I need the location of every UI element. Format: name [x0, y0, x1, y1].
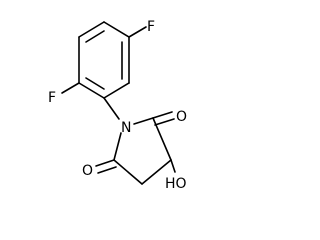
- bond-ring-inner-bottom: [85, 77, 105, 90]
- bond-c-f-left: [61, 82, 80, 94]
- bond-c2-o-a: [152, 111, 173, 119]
- bond-n-c2: [133, 117, 154, 125]
- bond-ring-inner-top: [85, 30, 105, 43]
- hydroxyl-label: HO: [165, 176, 187, 192]
- benzene-ring: [78, 21, 130, 99]
- bond-ring-top-right: [103, 21, 130, 38]
- bond-c-f-top: [128, 26, 147, 38]
- bond-c5-o-b: [97, 166, 117, 174]
- bond-ring-bottom-left: [78, 82, 105, 99]
- bond-c4-c5: [113, 159, 143, 185]
- bond-c5-n: [113, 132, 122, 161]
- bond-c3-c4: [141, 159, 172, 185]
- nitrogen-label: N: [121, 120, 131, 136]
- bond-ring-bottom-right: [103, 82, 130, 99]
- bond-c5-o-a: [95, 159, 115, 167]
- fluorine-top-label: F: [147, 19, 155, 35]
- molecule-svg: F F O O HO N: [48, 19, 187, 192]
- oxygen-bottom-label: O: [82, 163, 93, 179]
- fluorine-left-label: F: [48, 90, 56, 106]
- bond-ring-to-nitrogen: [103, 97, 120, 120]
- oxygen-right-label: O: [176, 109, 187, 125]
- bond-c2-o-b: [154, 118, 175, 126]
- bond-ring-top-left: [78, 21, 105, 38]
- bond-c3-oh: [170, 159, 176, 173]
- structure-diagram: F F O O HO N: [48, 19, 187, 192]
